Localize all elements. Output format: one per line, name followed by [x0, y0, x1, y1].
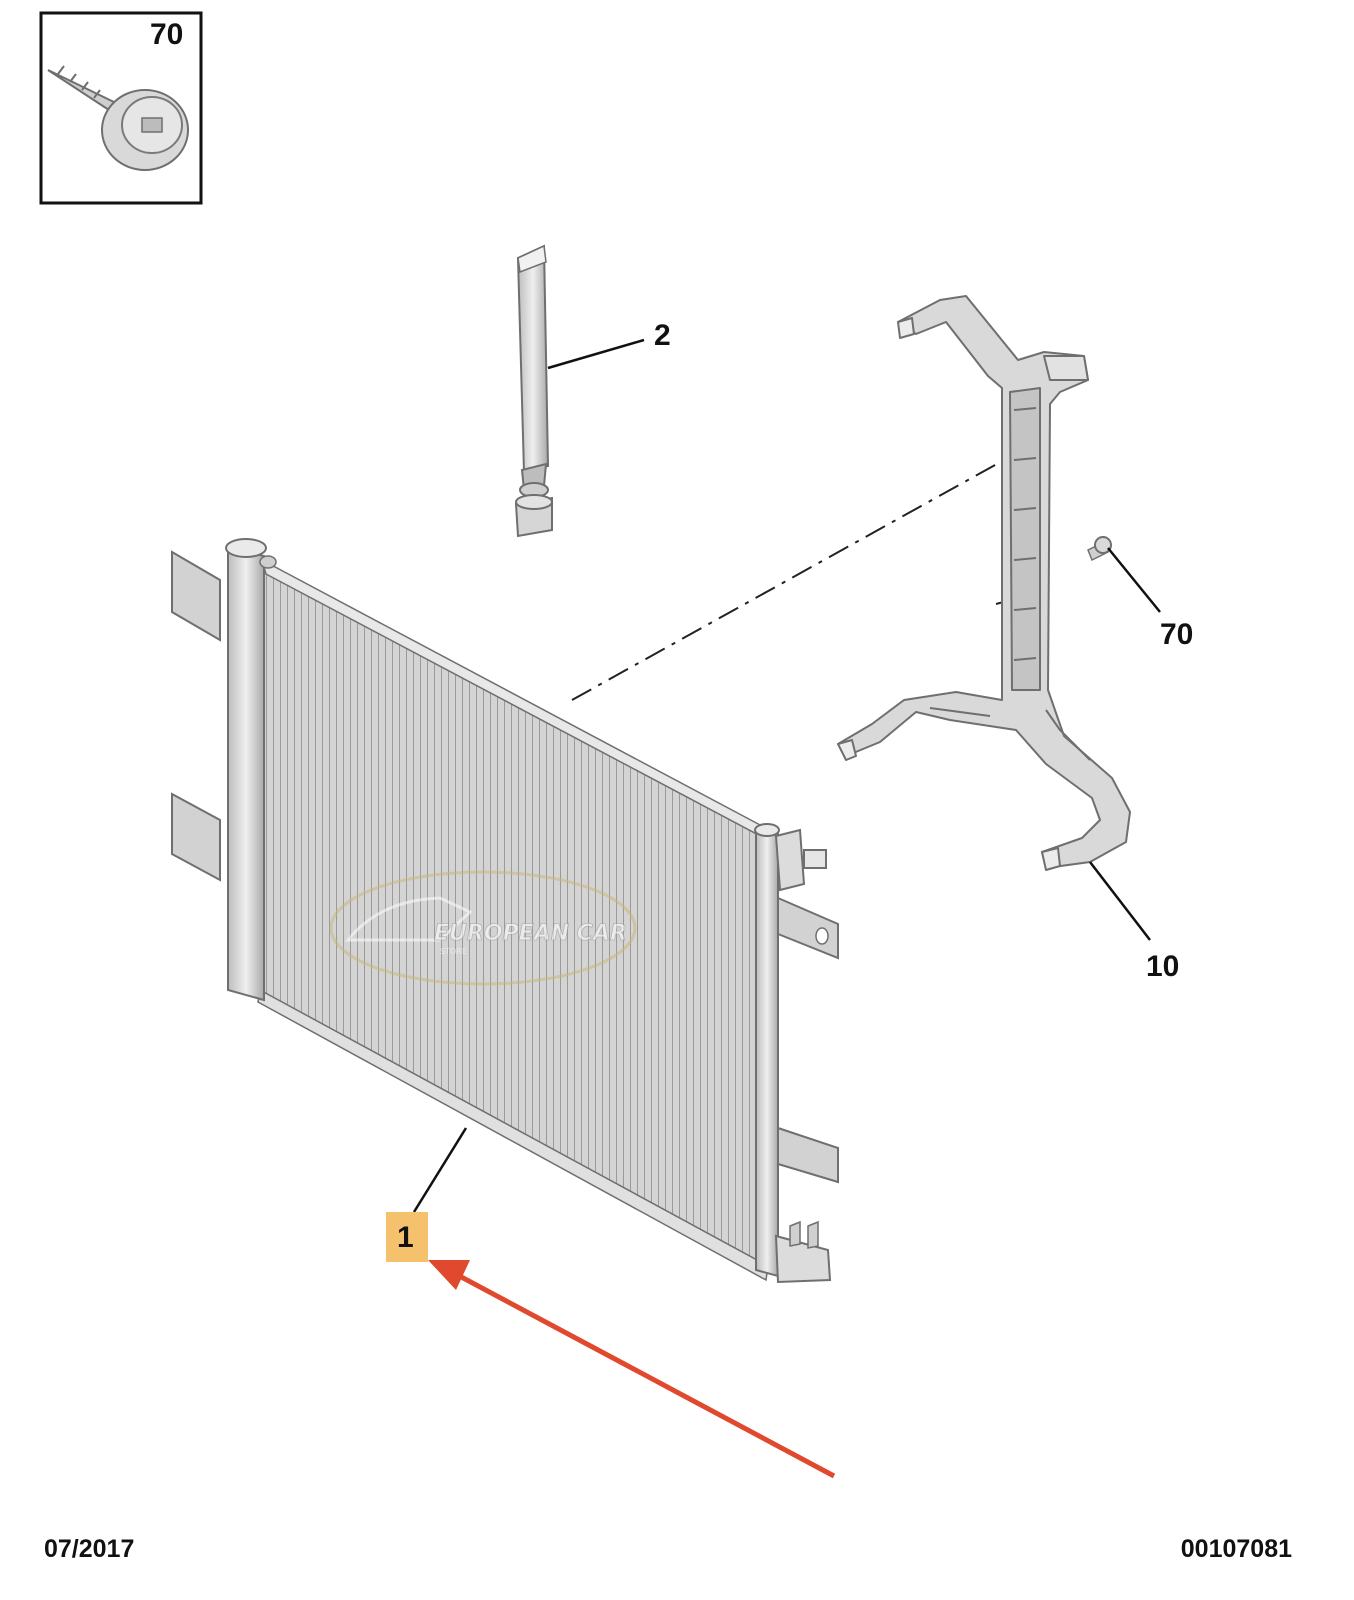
footer-ref: 00107081	[1180, 1535, 1292, 1563]
callout-2: 2	[654, 319, 671, 352]
dryer-cartridge	[514, 244, 553, 538]
footer-date: 07/2017	[44, 1535, 135, 1563]
leader-line-10	[1089, 861, 1151, 941]
inset-label: 70	[150, 18, 183, 51]
callout-70: 70	[1160, 618, 1193, 651]
leader-line-70	[1107, 547, 1161, 613]
watermark-logo: EUROPEAN CAR STORE	[329, 870, 637, 986]
condenser	[171, 538, 839, 1284]
inset-screw-box: 70	[39, 11, 203, 205]
red-arrow	[428, 1260, 836, 1479]
leader-line-2	[547, 338, 645, 370]
mounting-bracket	[837, 295, 1131, 871]
watermark-subtext: STORE	[440, 947, 467, 956]
bracket-screw	[1087, 536, 1112, 562]
screw-icon	[47, 65, 189, 171]
watermark-text: EUROPEAN CAR	[434, 921, 627, 946]
leader-line-1	[412, 1127, 468, 1213]
callout-1: 1	[397, 1221, 414, 1254]
callout-1-highlight	[386, 1212, 428, 1262]
assembly-dashed-line	[571, 449, 1023, 701]
callout-10: 10	[1146, 950, 1179, 983]
